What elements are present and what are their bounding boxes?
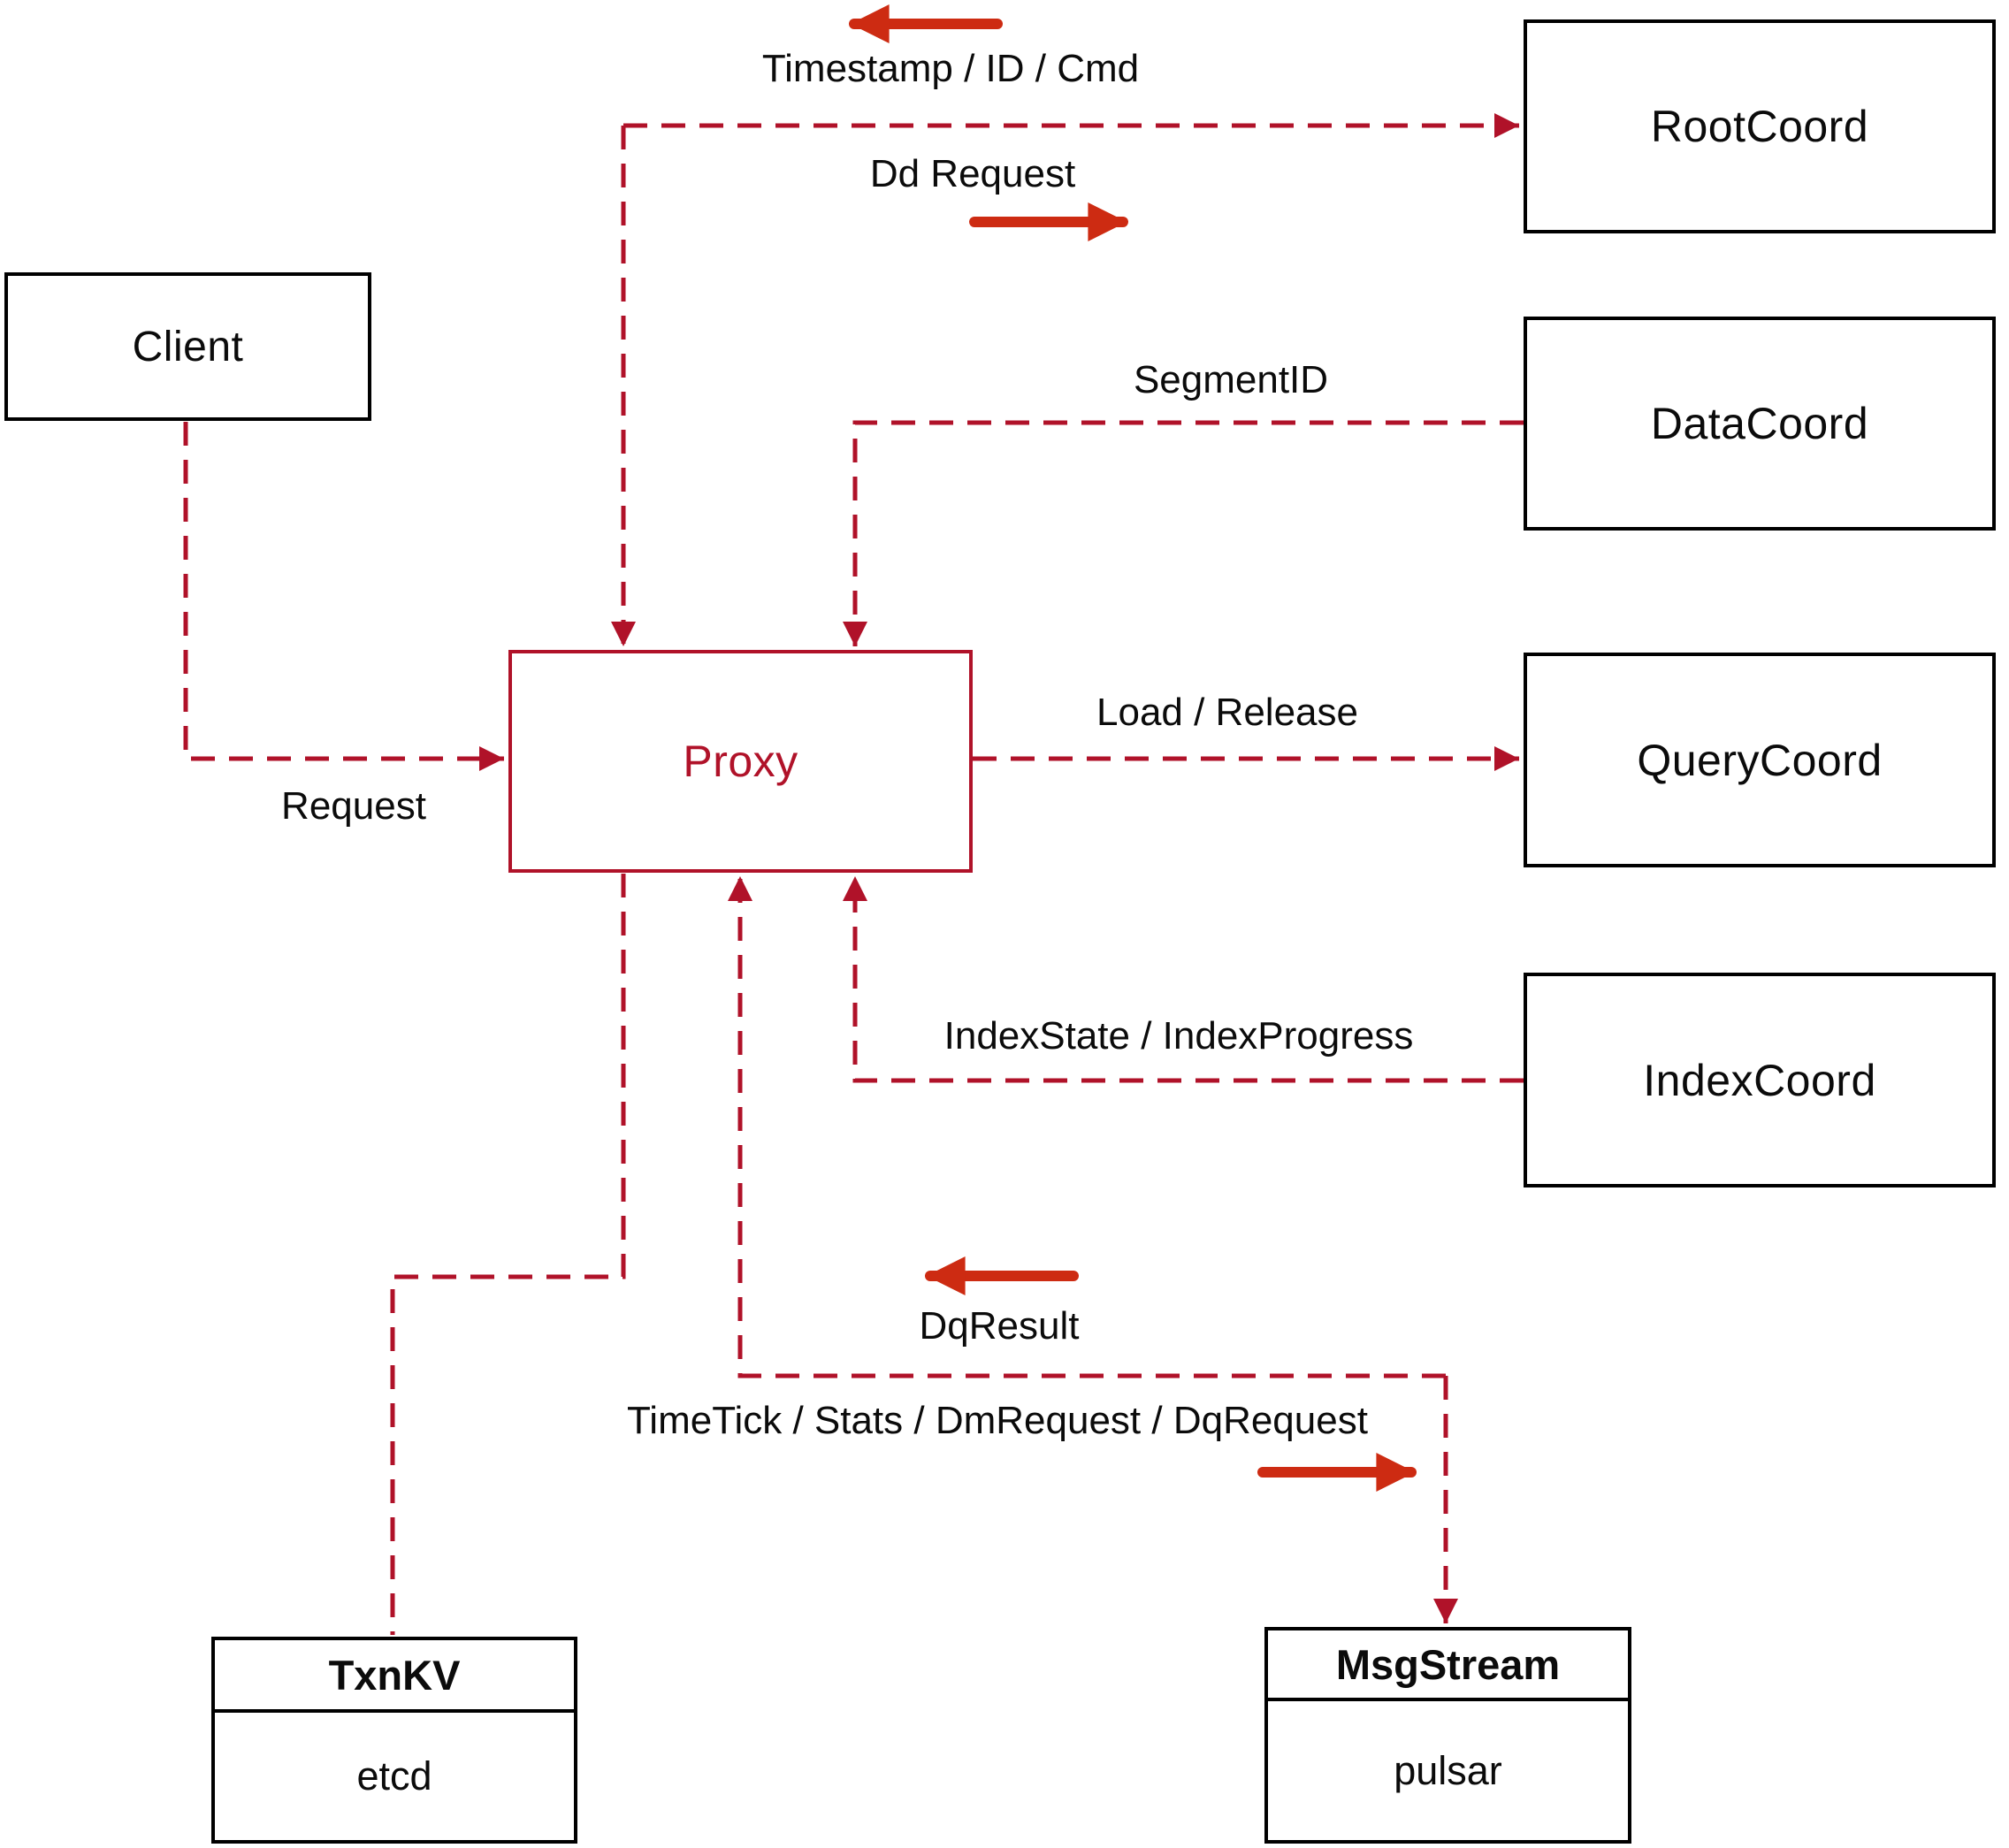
edge-label-timestamp-id-cmd: Timestamp / ID / Cmd bbox=[761, 47, 1140, 90]
node-rootcoord: RootCoord bbox=[1524, 19, 1996, 233]
node-rootcoord-label: RootCoord bbox=[1650, 102, 1869, 151]
msgstream-impl: pulsar bbox=[1394, 1747, 1502, 1793]
edge-label-timetick: TimeTick / Stats / DmRequest / DqRequest bbox=[627, 1399, 1368, 1442]
node-msgstream: MsgStream pulsar bbox=[1264, 1627, 1631, 1844]
edge-label-index-state: IndexState / IndexProgress bbox=[943, 1014, 1414, 1058]
node-client: Client bbox=[4, 272, 371, 421]
node-querycoord: QueryCoord bbox=[1524, 653, 1996, 867]
edge-label-dq-result: DqResult bbox=[919, 1304, 1080, 1348]
node-indexcoord-label: IndexCoord bbox=[1643, 1055, 1876, 1105]
connector-client-to-proxy bbox=[183, 422, 504, 771]
edge-label-request: Request bbox=[281, 784, 426, 828]
node-txnkv: TxnKV etcd bbox=[211, 1637, 577, 1844]
connector-indexcoord-to-proxy bbox=[843, 876, 1524, 1083]
edge-label-segment-id: SegmentID bbox=[1133, 358, 1329, 401]
connector-msgstream-to-proxy bbox=[728, 876, 1446, 1378]
node-querycoord-label: QueryCoord bbox=[1637, 735, 1883, 785]
edge-label-dd-request: Dd Request bbox=[869, 152, 1076, 195]
node-datacoord: DataCoord bbox=[1524, 317, 1996, 531]
edge-label-load-release: Load / Release bbox=[1096, 691, 1358, 734]
node-indexcoord: IndexCoord bbox=[1524, 973, 1996, 1187]
msgstream-title: MsgStream bbox=[1268, 1630, 1628, 1701]
connector-datacoord-to-proxy bbox=[843, 420, 1524, 646]
txnkv-impl: etcd bbox=[356, 1753, 432, 1798]
connector-proxy-to-txnkv bbox=[390, 874, 626, 1635]
node-client-label: Client bbox=[132, 323, 244, 370]
txnkv-title: TxnKV bbox=[215, 1640, 574, 1713]
node-proxy: Proxy bbox=[508, 650, 973, 873]
node-proxy-label: Proxy bbox=[683, 737, 798, 786]
node-datacoord-label: DataCoord bbox=[1650, 399, 1869, 448]
